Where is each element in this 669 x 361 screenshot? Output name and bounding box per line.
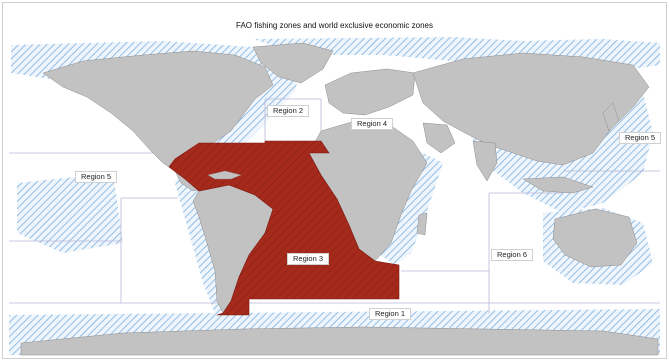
land-europe [324,68,416,116]
region-6-label: Region 6 [491,249,534,261]
region-1-label: Region 1 [369,308,412,320]
land-indonesia [522,176,594,194]
region-3-highlight [168,140,400,316]
region-3-label: Region 3 [287,253,330,265]
land-australia [552,208,638,268]
region-5-west-label: Region 5 [75,171,118,183]
land-asia [412,52,650,166]
land-masses [20,42,659,356]
land-antarctica [20,326,659,356]
eez-pacific-islands [17,173,123,253]
fao-zone-lines [9,98,660,313]
world-map [9,37,660,356]
land-greenland [252,42,334,84]
caribbean-islands [207,170,242,180]
land-japan [602,102,620,132]
region-4-label: Region 4 [351,118,394,130]
region-5-east-label: Region 5 [619,132,662,144]
land-india [472,140,498,182]
region-2-label: Region 2 [267,105,310,117]
land-arabia [422,122,456,154]
map-title: FAO fishing zones and world exclusive ec… [236,21,433,30]
land-madagascar [416,212,428,236]
